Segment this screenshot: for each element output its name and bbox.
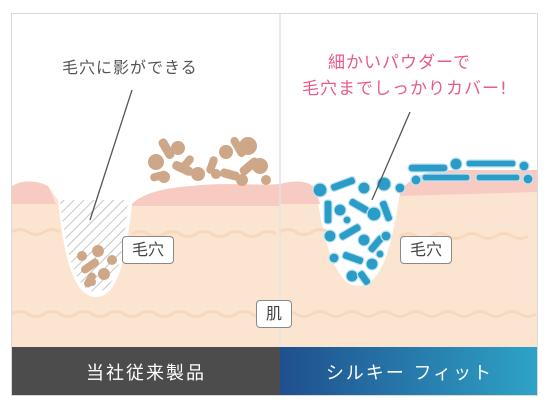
left-skin [12,181,280,347]
left-skin-top-layer [12,181,280,206]
right-footer-label: シルキー フィット [325,363,494,384]
left-footer-label: 当社従来製品 [86,363,206,384]
pore-hatching [60,200,128,292]
left-pointer-line [89,89,133,221]
right-caption-line2: 毛穴までしっかりカバー! [302,79,508,99]
right-pore-label: 毛穴 [400,236,453,264]
new-powder-particles [312,157,534,287]
right-skin-top-layer [280,170,537,204]
left-pore-label: 毛穴 [122,236,175,264]
comparison-figure: 毛穴に影ができる 細かいパウダーで 毛穴までしっかりカバー! 毛穴 毛穴 肌 当… [11,13,538,396]
right-pointer-line [371,111,411,201]
skin-label: 肌 [256,300,293,328]
skin-illustration [12,14,537,395]
old-powder-in-pore [77,245,117,288]
old-powder-particles [148,136,271,186]
left-caption: 毛穴に影ができる [62,58,198,77]
right-footer-bg [280,347,537,395]
right-caption-line1: 細かいパウダーで [328,53,471,73]
left-footer-bg [12,347,280,395]
